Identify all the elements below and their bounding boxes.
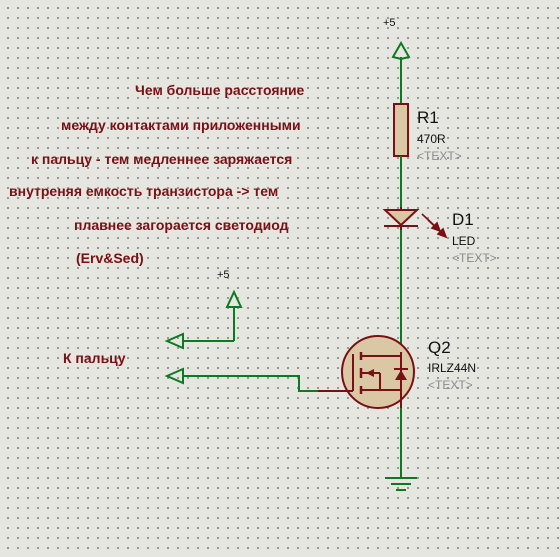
power-terminal-main[interactable]: +5 [383, 17, 411, 104]
led-d1[interactable]: D1 LED <TEXT> [382, 207, 497, 265]
q2-text-placeholder: <TEXT> [428, 378, 473, 392]
d1-value: LED [452, 234, 476, 248]
annotation-line-4: внутреняя емкость транзистора -> тем [9, 183, 279, 199]
r1-ref: R1 [417, 108, 439, 127]
annotation-line-2: между контактами приложенными [61, 117, 301, 133]
finger-terminal-gate[interactable] [164, 367, 318, 392]
mosfet-q2[interactable]: Q2 IRLZ44N <TEXT> [318, 335, 476, 409]
resistor-r1[interactable]: R1 470R <TEXT> [393, 103, 462, 163]
led-light-arrows-icon [421, 213, 448, 239]
q2-ref: Q2 [428, 338, 451, 357]
ground-icon[interactable] [385, 477, 417, 491]
finger-label: К пальцу [63, 350, 126, 366]
power-main-label: +5 [383, 17, 396, 29]
annotation-line-1: Чем больше расстояние [135, 82, 305, 98]
annotation-line-5: плавнее загорается светодиод [74, 217, 289, 233]
power-terminal-aux[interactable]: +5 [183, 269, 243, 342]
finger-terminal-power[interactable] [164, 332, 184, 350]
q2-value: IRLZ44N [428, 361, 476, 375]
annotation-line-3: к пальцу - тем медленнее заряжается [31, 151, 293, 167]
annotation-line-6: (Erv&Sed) [76, 250, 144, 266]
d1-text-placeholder: <TEXT> [452, 251, 497, 265]
r1-text-placeholder: <TEXT> [417, 149, 462, 163]
power-aux-label: +5 [217, 269, 230, 281]
d1-ref: D1 [452, 210, 474, 229]
r1-value: 470R [417, 132, 446, 146]
